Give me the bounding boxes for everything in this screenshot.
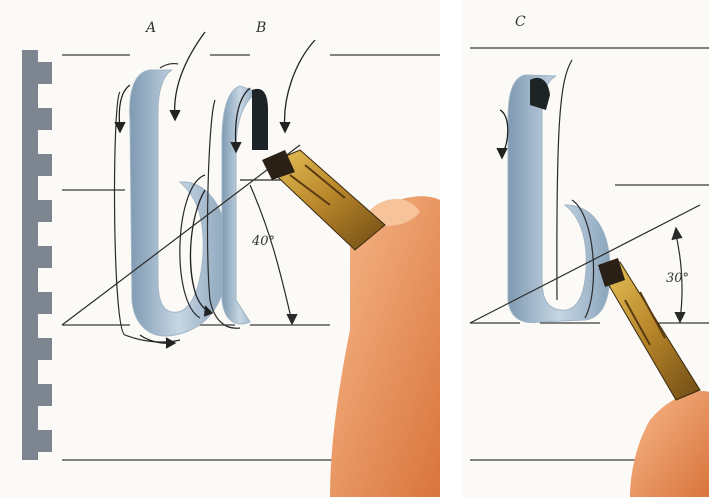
comb-guide-strip (22, 50, 52, 460)
angle-label-40: 40° (251, 234, 275, 249)
panel-divider (440, 0, 462, 497)
panel-label-c: C (515, 14, 526, 30)
panel-label-b: B (255, 20, 266, 36)
angle-label-30: 30° (666, 271, 689, 286)
panel-label-a: A (144, 20, 156, 36)
